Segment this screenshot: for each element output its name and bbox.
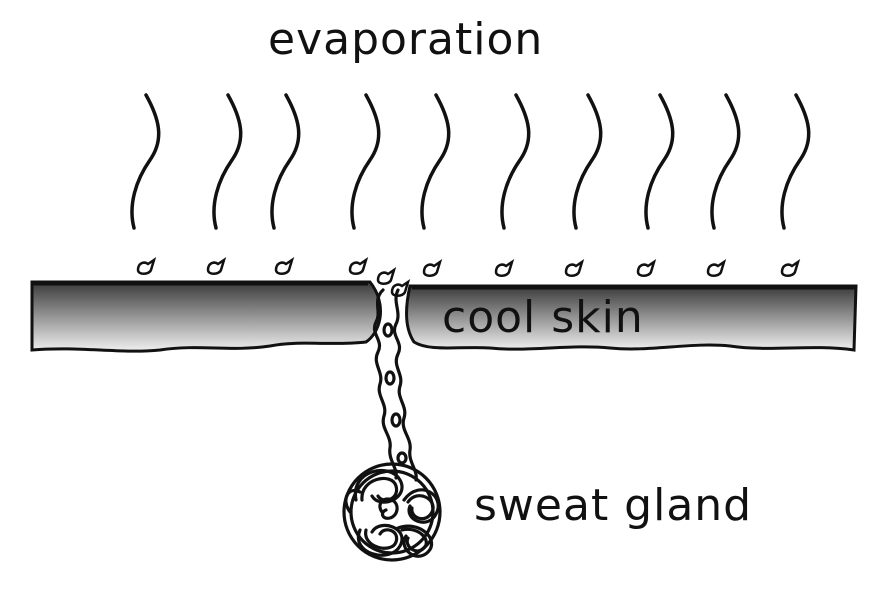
evaporation-wave — [130, 93, 161, 230]
evaporation-wave — [212, 93, 243, 230]
evaporation-wave — [500, 93, 531, 230]
evaporation-wave — [270, 93, 301, 230]
skin-layer-left — [30, 280, 382, 353]
evaporation-label: evaporation — [268, 14, 544, 65]
sweat-duct — [373, 288, 418, 482]
sweat-droplet — [376, 267, 397, 285]
sweat-droplet — [274, 257, 295, 275]
sweat-droplet — [390, 279, 411, 297]
sweat-droplet — [348, 257, 369, 275]
sweat-droplet — [780, 259, 801, 277]
evaporation-wave — [350, 93, 381, 230]
evaporation-wave-lines — [130, 93, 811, 230]
sweat-droplet — [564, 259, 585, 277]
sweat-droplets — [136, 257, 801, 297]
evaporation-wave — [420, 93, 451, 230]
evaporation-wave — [572, 93, 603, 230]
sweat-droplet — [706, 259, 727, 277]
sweat-droplet — [136, 257, 157, 275]
sweat-droplet — [422, 259, 443, 277]
evaporation-wave — [710, 93, 741, 230]
sweat-gland-coil — [342, 462, 442, 562]
skin-layer-right — [405, 284, 858, 352]
evaporation-wave — [644, 93, 675, 230]
sweat-gland-label: sweat gland — [474, 480, 753, 531]
sweat-droplet — [494, 259, 515, 277]
cool-skin-label: cool skin — [442, 292, 644, 343]
sweat-droplet — [206, 257, 227, 275]
sweat-droplet — [636, 259, 657, 277]
evaporation-wave — [780, 93, 811, 230]
